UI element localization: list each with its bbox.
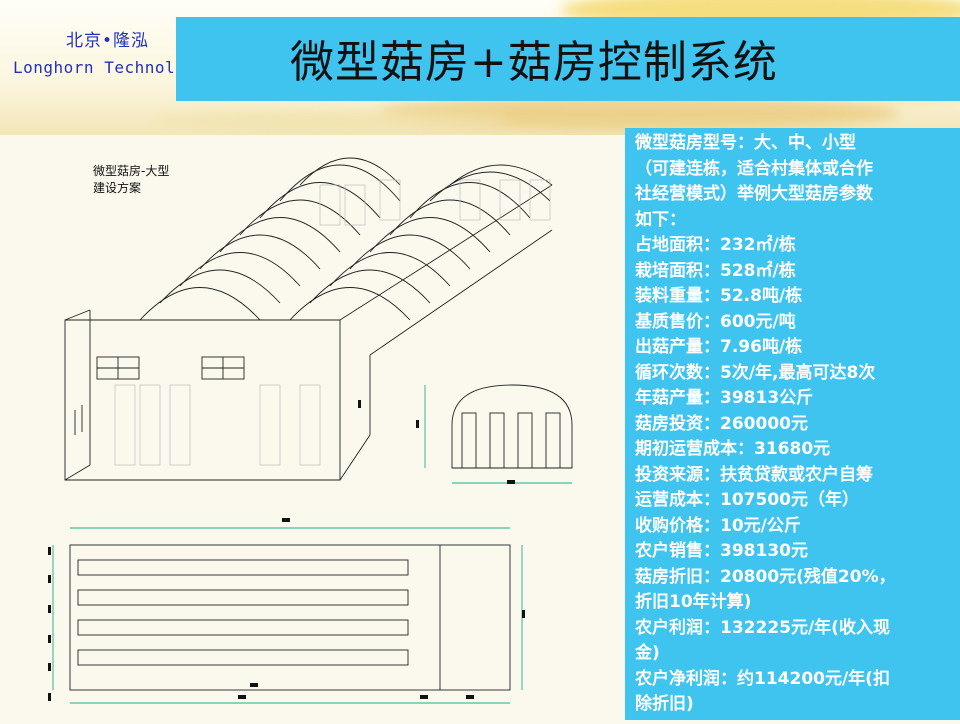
spec-line: 农户净利润：约114200元/年(扣: [635, 668, 890, 689]
dimension-tick: [48, 635, 51, 643]
plan-outline: [69, 544, 511, 691]
brand-name-en: Longhorn Technology: [13, 58, 206, 77]
dimension-tick: [238, 695, 246, 699]
section-shelf: [517, 412, 533, 469]
page-title: 微型菇房+菇房控制系统: [290, 37, 778, 88]
plan-shelf-row: [77, 619, 409, 636]
shelf-rack: [344, 184, 366, 226]
plan-shelf-row: [77, 589, 409, 606]
decorative-streak: [150, 110, 510, 132]
spec-line: 装料重量：52.8吨/栋: [635, 286, 803, 306]
spec-line: 运营成本：107500元（年）: [635, 490, 859, 510]
spec-line: 占地面积：232㎡/栋: [635, 235, 796, 255]
spec-line: 出菇产量：7.96吨/栋: [635, 337, 803, 357]
arch-rib: [239, 199, 361, 236]
front-wall-edge: [64, 309, 91, 481]
arch-rib: [279, 164, 401, 202]
arch-rib: [349, 234, 471, 270]
dimension-ticks: [48, 400, 525, 701]
arch-rib: [219, 217, 341, 253]
ridge-line: [339, 184, 553, 321]
arch-ribs-left: [139, 157, 401, 321]
spec-line: 折旧10年计算): [635, 592, 752, 612]
end-section-view: [424, 384, 573, 484]
shelf-racks: [114, 179, 551, 466]
arch-rib: [429, 171, 551, 202]
shelf-rack: [499, 179, 521, 221]
floor-plan: [52, 527, 523, 704]
dimension-tick: [466, 695, 474, 699]
end-section-outline: [451, 384, 573, 469]
dimension-tick: [420, 695, 428, 699]
section-shelf: [461, 412, 477, 469]
spec-line: 基质售价：600元/吨: [635, 311, 796, 332]
dimension-tick: [358, 400, 361, 408]
section-shelf: [489, 412, 505, 469]
shelf-rack: [169, 384, 191, 466]
spec-line: 投资来源：扶贫贷款或农户自筹: [635, 464, 873, 485]
spec-line: 期初运营成本：31680元: [635, 439, 831, 459]
brand-name-cn: 北京•隆泓: [66, 31, 150, 51]
dimension-tick: [250, 683, 258, 687]
dimension-tick: [48, 663, 51, 671]
drawing-caption-line1: 微型菇房-大型: [93, 163, 169, 178]
spec-line: 栽培面积：528㎡/栋: [635, 260, 796, 281]
construction-drawing: 微型菇房-大型 建设方案: [0, 135, 625, 720]
arch-rib: [389, 199, 511, 236]
arch-rib: [159, 269, 281, 304]
front-wall: [64, 319, 341, 481]
drawing-canvas: 微型菇房-大型 建设方案: [48, 157, 573, 704]
spec-panel: 微型菇房型号：大、中、小型 （可建连栋，适合村集体或合作 社经营模式）举例大型菇…: [625, 128, 960, 720]
dimension-tick: [48, 547, 51, 555]
spec-line: 年菇产量：39813公斤: [635, 388, 814, 408]
spec-line: 农户销售：398130元: [635, 541, 808, 561]
dimension-tick: [48, 605, 51, 613]
shelf-rack: [139, 384, 161, 466]
dimension-tick: [48, 575, 51, 583]
shelf-rack: [319, 184, 341, 226]
spec-line: 菇房投资：260000元: [635, 413, 808, 434]
arch-rib: [409, 182, 531, 219]
arch-rib: [449, 164, 553, 186]
spec-line: 收购价格：10元/公斤: [635, 515, 801, 536]
greenhouse-perspective: [64, 157, 553, 481]
spec-line: 农户利润：132225元/年(收入现: [635, 617, 890, 638]
arch-ribs-right: [289, 164, 553, 321]
shelf-rack: [259, 384, 281, 466]
base-line: [369, 229, 553, 356]
dimension-tick: [48, 693, 51, 701]
section-shelf: [545, 412, 561, 469]
spec-line: 金): [635, 643, 660, 663]
drawing-caption-line2: 建设方案: [93, 180, 141, 195]
arch-rib: [299, 157, 401, 186]
plan-shelf-row: [77, 559, 409, 576]
arch-rib: [309, 269, 431, 304]
dimension-tick: [522, 610, 525, 618]
spec-line: 除折旧): [635, 694, 694, 714]
arch-rib: [329, 252, 451, 287]
dimension-tick: [416, 420, 419, 428]
spec-line: 菇房折旧：20800元(残值20%，: [635, 566, 896, 587]
spec-line: 微型菇房型号：大、中、小型: [635, 133, 856, 153]
shelf-rack: [379, 179, 401, 221]
spec-line: 社经营模式）举例大型菇房参数: [635, 184, 873, 204]
arch-rib: [139, 287, 261, 321]
title-bar: [176, 17, 960, 101]
dimension-tick: [507, 480, 515, 484]
shelf-rack: [529, 179, 551, 221]
arch-rib: [259, 182, 381, 219]
arch-rib: [179, 252, 301, 287]
arch-rib: [369, 217, 491, 253]
spec-line: （可建连栋，适合村集体或合作: [635, 158, 873, 179]
arch-rib: [199, 234, 321, 270]
base-line: [339, 434, 371, 481]
shelf-rack: [459, 179, 481, 221]
shelf-rack: [114, 384, 136, 466]
spec-line: 如下：: [635, 209, 686, 230]
dimension-tick: [282, 518, 290, 522]
arch-rib: [289, 287, 411, 321]
shelf-rack: [299, 384, 321, 466]
plan-shelf-row: [77, 649, 409, 666]
spec-line: 循环次数：5次/年,最高可达8次: [635, 362, 876, 383]
